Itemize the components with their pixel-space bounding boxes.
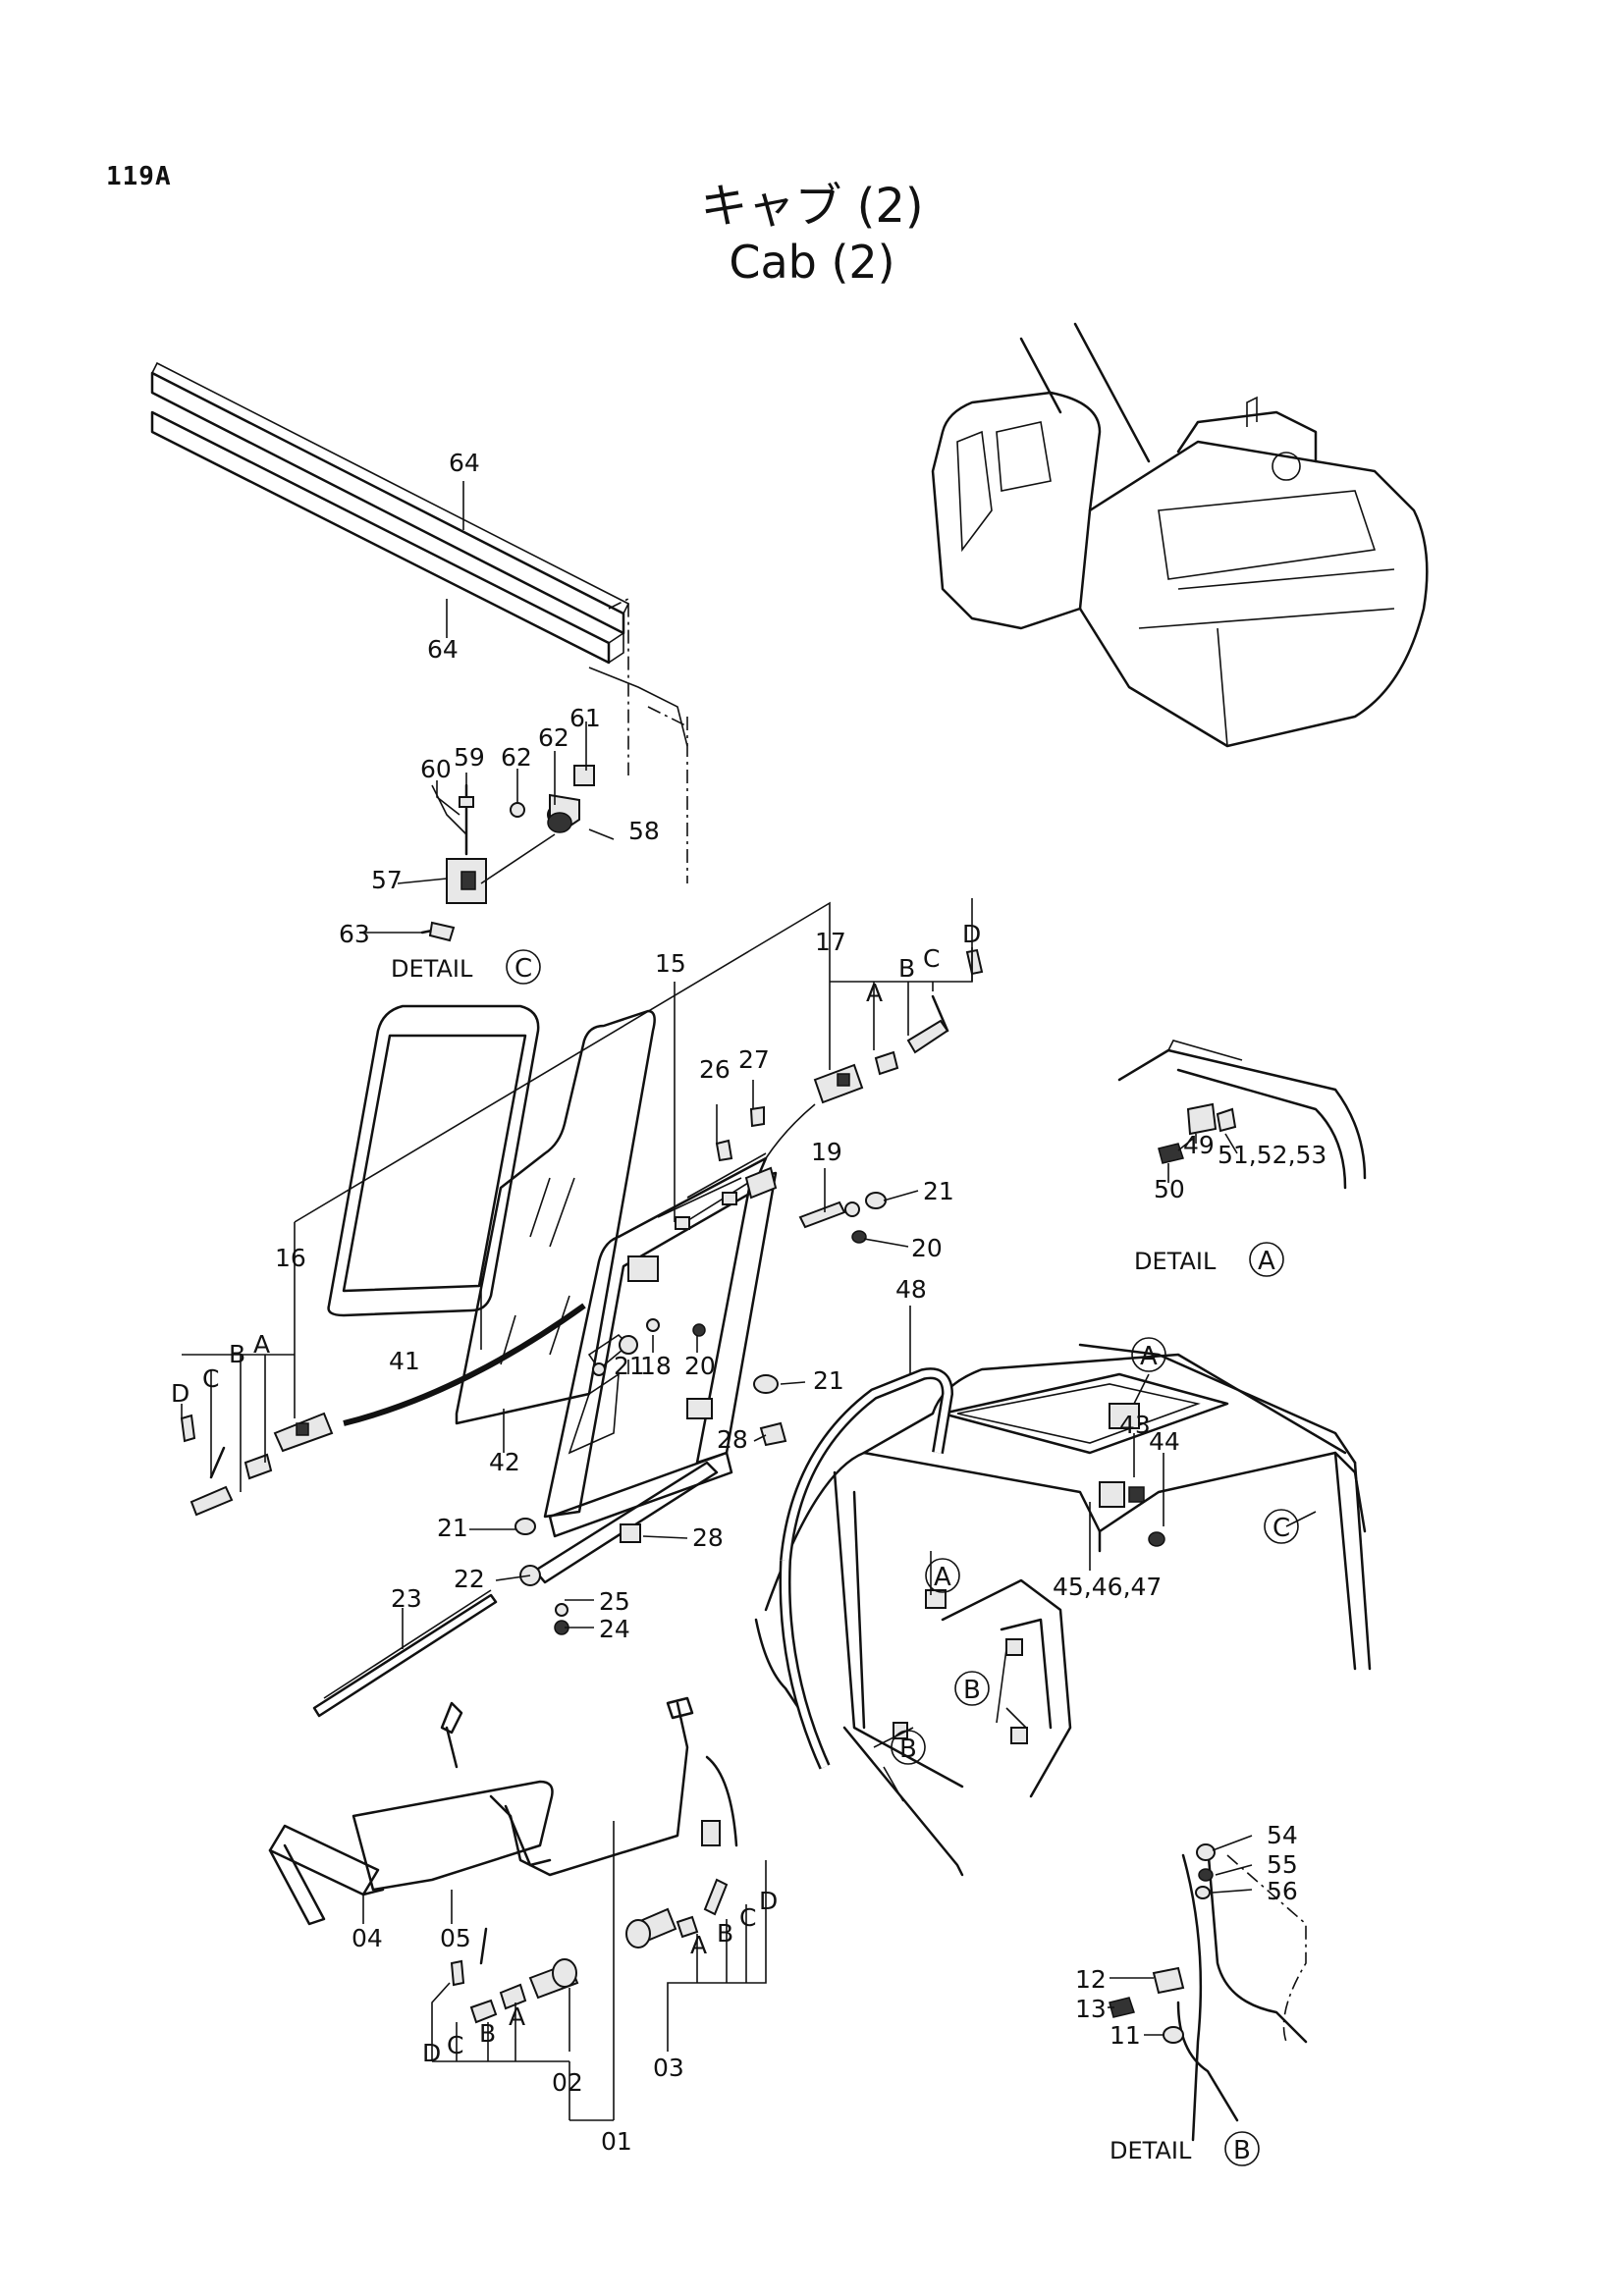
window-glass-and-seal xyxy=(327,1004,656,1426)
callout-20-b: 20 xyxy=(684,1352,716,1380)
cab-frame xyxy=(754,1343,1372,1877)
callout-02-B: B xyxy=(479,2019,496,2048)
callout-21-d: 21 xyxy=(437,1514,468,1542)
latch-assembly-17 xyxy=(715,948,984,1244)
callout-21-a: 21 xyxy=(923,1177,954,1205)
callout-28-b: 28 xyxy=(692,1523,724,1552)
callout-17: 17 xyxy=(815,928,846,956)
callout-03-D: D xyxy=(759,1887,778,1915)
callout-59: 59 xyxy=(454,743,485,772)
callout-61: 61 xyxy=(569,704,601,732)
callout-43: 43 xyxy=(1119,1411,1151,1439)
latch-assembly-16 xyxy=(180,1318,787,1535)
callout-05: 05 xyxy=(440,1924,471,1952)
detail-a-letter: A xyxy=(1258,1247,1275,1276)
page-title-english: Cab (2) xyxy=(729,236,895,289)
callout-13: 13 xyxy=(1075,1995,1107,2023)
ref-circle-B-left: B xyxy=(899,1735,917,1764)
callout-42: 42 xyxy=(489,1448,520,1476)
callout-24: 24 xyxy=(599,1615,630,1643)
callout-12: 12 xyxy=(1075,1965,1107,1994)
callout-17-C: C xyxy=(923,944,940,973)
callout-64-lower: 64 xyxy=(427,635,459,664)
callout-03: 03 xyxy=(653,2054,684,2082)
callout-62-right: 62 xyxy=(538,723,569,752)
callout-19: 19 xyxy=(811,1138,842,1166)
lower-window-assembly xyxy=(268,1696,738,2024)
callout-63: 63 xyxy=(339,920,370,948)
detail-a-label: DETAIL xyxy=(1134,1248,1217,1275)
callout-18: 18 xyxy=(640,1352,672,1380)
detail-c-label: DETAIL xyxy=(391,955,473,983)
callout-03-C: C xyxy=(739,1903,756,1932)
callout-55: 55 xyxy=(1267,1850,1298,1879)
callout-01: 01 xyxy=(601,2127,632,2156)
callout-64-upper: 64 xyxy=(449,449,480,477)
callout-25: 25 xyxy=(599,1587,630,1616)
callout-03-B: B xyxy=(717,1919,733,1948)
callout-48: 48 xyxy=(895,1275,927,1304)
callout-02-A: A xyxy=(509,2002,525,2031)
ref-circle-B-right: B xyxy=(963,1676,981,1705)
callout-23: 23 xyxy=(391,1584,422,1613)
callout-04: 04 xyxy=(352,1924,383,1952)
detail-a-frame xyxy=(1117,1040,1367,1190)
callout-27: 27 xyxy=(738,1045,770,1074)
callout-49: 49 xyxy=(1183,1131,1215,1159)
sash-frame-assembly xyxy=(543,1152,778,1538)
callout-51-52-53: 51,52,53 xyxy=(1218,1141,1326,1169)
reference-circles xyxy=(506,949,1299,2166)
callout-16-B: B xyxy=(229,1340,245,1368)
callout-21-b: 21 xyxy=(614,1352,645,1380)
ref-circle-A-upper: A xyxy=(1140,1342,1158,1371)
leader-lines xyxy=(181,481,1317,2121)
callout-58: 58 xyxy=(628,817,660,845)
bottom-rail xyxy=(312,1461,719,1718)
callout-15: 15 xyxy=(655,949,686,978)
callout-17-A: A xyxy=(866,979,883,1007)
page-id: 119A xyxy=(106,162,172,191)
callout-28-a: 28 xyxy=(717,1425,748,1454)
ref-circle-A-lower: A xyxy=(934,1563,951,1592)
callout-20-a: 20 xyxy=(911,1234,943,1262)
callout-56: 56 xyxy=(1267,1877,1298,1905)
part-callout-labels: 64 64 60 59 62 62 61 58 57 63 DETAIL C 1… xyxy=(171,449,1326,2165)
callout-21-c: 21 xyxy=(813,1366,844,1395)
ref-circle-C: C xyxy=(1272,1514,1290,1543)
callout-16-D: D xyxy=(171,1379,189,1408)
callout-60: 60 xyxy=(420,755,452,783)
callout-16: 16 xyxy=(275,1244,306,1272)
detail-b-letter: B xyxy=(1233,2136,1251,2165)
callout-26: 26 xyxy=(699,1055,731,1084)
callout-62-left: 62 xyxy=(501,743,532,772)
callout-16-A: A xyxy=(253,1330,270,1359)
callout-50: 50 xyxy=(1154,1175,1185,1203)
callout-17-B: B xyxy=(898,954,915,983)
callout-44: 44 xyxy=(1149,1427,1180,1456)
door-seal xyxy=(779,1367,954,1770)
detail-b-frame xyxy=(1109,1843,1308,2142)
detail-b-label: DETAIL xyxy=(1110,2137,1192,2164)
detail-c-letter: C xyxy=(514,954,532,984)
glass-rail-assembly xyxy=(150,361,688,883)
callout-16-C: C xyxy=(202,1364,219,1393)
machine-overview-illustration xyxy=(931,322,1429,748)
detail-c-hardware xyxy=(420,765,595,942)
callout-03-A: A xyxy=(690,1931,707,1959)
callout-22: 22 xyxy=(454,1565,485,1593)
callout-45-46-47: 45,46,47 xyxy=(1053,1573,1162,1601)
callout-17-D: D xyxy=(962,920,981,948)
callout-11: 11 xyxy=(1110,2021,1141,2050)
callout-54: 54 xyxy=(1267,1821,1298,1849)
callout-57: 57 xyxy=(371,866,403,894)
callout-02-D: D xyxy=(422,2039,441,2067)
page-title-japanese: キャブ (2) xyxy=(700,179,924,234)
callout-02-C: C xyxy=(447,2031,463,2059)
callout-02: 02 xyxy=(552,2068,583,2097)
callout-41: 41 xyxy=(389,1347,420,1375)
